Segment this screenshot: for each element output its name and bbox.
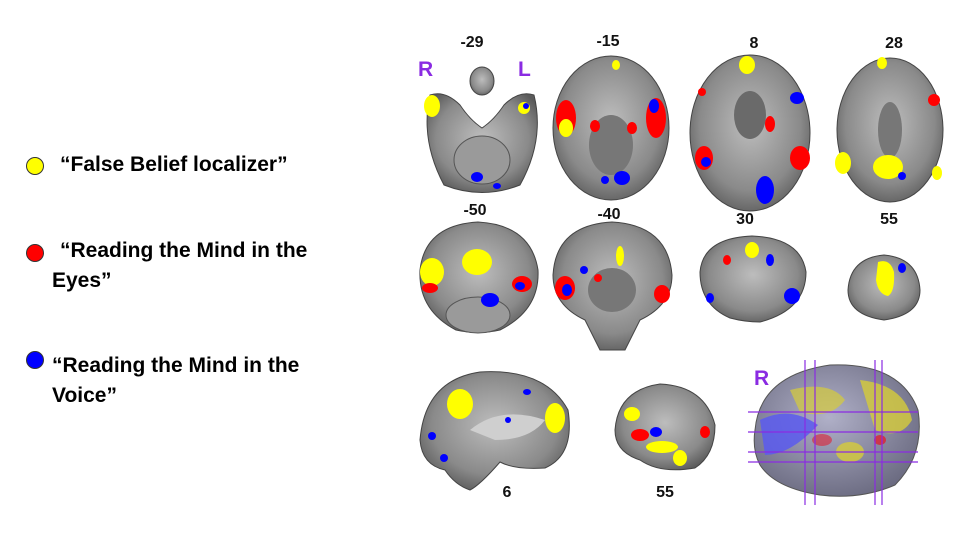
slice-label-axial-3: 8 xyxy=(749,35,759,52)
slice-label-coronal-2: -40 xyxy=(597,206,621,223)
legend-label-voice-line1: “Reading the Mind in the xyxy=(52,354,300,377)
slice-label-sagittal-1: 6 xyxy=(502,484,512,501)
coronal-slice-30 xyxy=(699,235,807,323)
coronal-slice-55 xyxy=(847,254,921,321)
sagittal-slice-55 xyxy=(614,383,716,471)
axial-slice-28 xyxy=(835,57,944,203)
legend-label-voice-line2: Voice” xyxy=(52,384,117,407)
orientation-right-3d: R xyxy=(754,367,770,390)
axial-slice-minus29 xyxy=(424,66,538,193)
slice-label-sagittal-2: 55 xyxy=(656,484,674,501)
slice-label-axial-1: -29 xyxy=(460,34,484,51)
slice-label-axial-4: 28 xyxy=(885,35,903,52)
coronal-slice-minus40 xyxy=(552,221,673,351)
slice-label-coronal-1: -50 xyxy=(463,202,487,219)
blue-dot-icon xyxy=(26,351,44,369)
yellow-dot-icon xyxy=(26,157,44,175)
orientation-right: R xyxy=(418,58,434,81)
axial-slice-8 xyxy=(689,54,811,212)
orientation-left: L xyxy=(518,58,531,81)
legend-label-eyes-line2: Eyes” xyxy=(52,269,112,292)
slice-label-coronal-3: 30 xyxy=(736,211,754,228)
slice-label-axial-2: -15 xyxy=(596,33,620,50)
brain-3d-render xyxy=(748,360,920,505)
axial-slice-minus15 xyxy=(552,55,670,201)
sagittal-slice-6 xyxy=(419,371,570,491)
slice-label-coronal-4: 55 xyxy=(880,211,898,228)
red-dot-icon xyxy=(26,244,44,262)
legend-label-eyes-line1: “Reading the Mind in the xyxy=(60,239,308,262)
coronal-slice-minus50 xyxy=(419,221,539,334)
legend-label-false-belief: “False Belief localizer” xyxy=(60,153,288,176)
